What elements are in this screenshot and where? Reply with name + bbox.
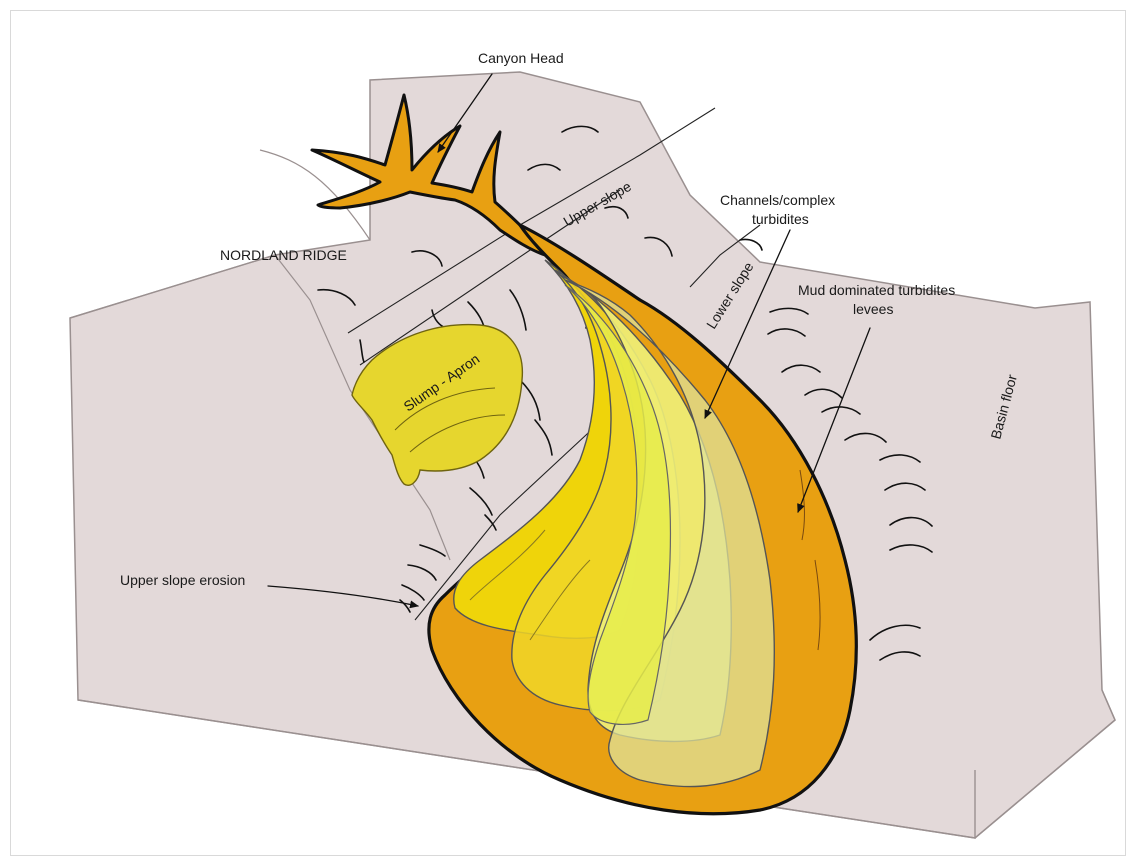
label-upper-slope-erosion: Upper slope erosion	[120, 572, 245, 588]
label-mud-line2: levees	[853, 301, 893, 317]
label-channels-line2: turbidites	[752, 211, 809, 227]
label-channels-line1: Channels/complex	[720, 192, 835, 208]
label-nordland-ridge: NORDLAND RIDGE	[220, 247, 347, 263]
label-mud-line1: Mud dominated turbidites	[798, 282, 955, 298]
label-canyon-head: Canyon Head	[478, 50, 564, 66]
